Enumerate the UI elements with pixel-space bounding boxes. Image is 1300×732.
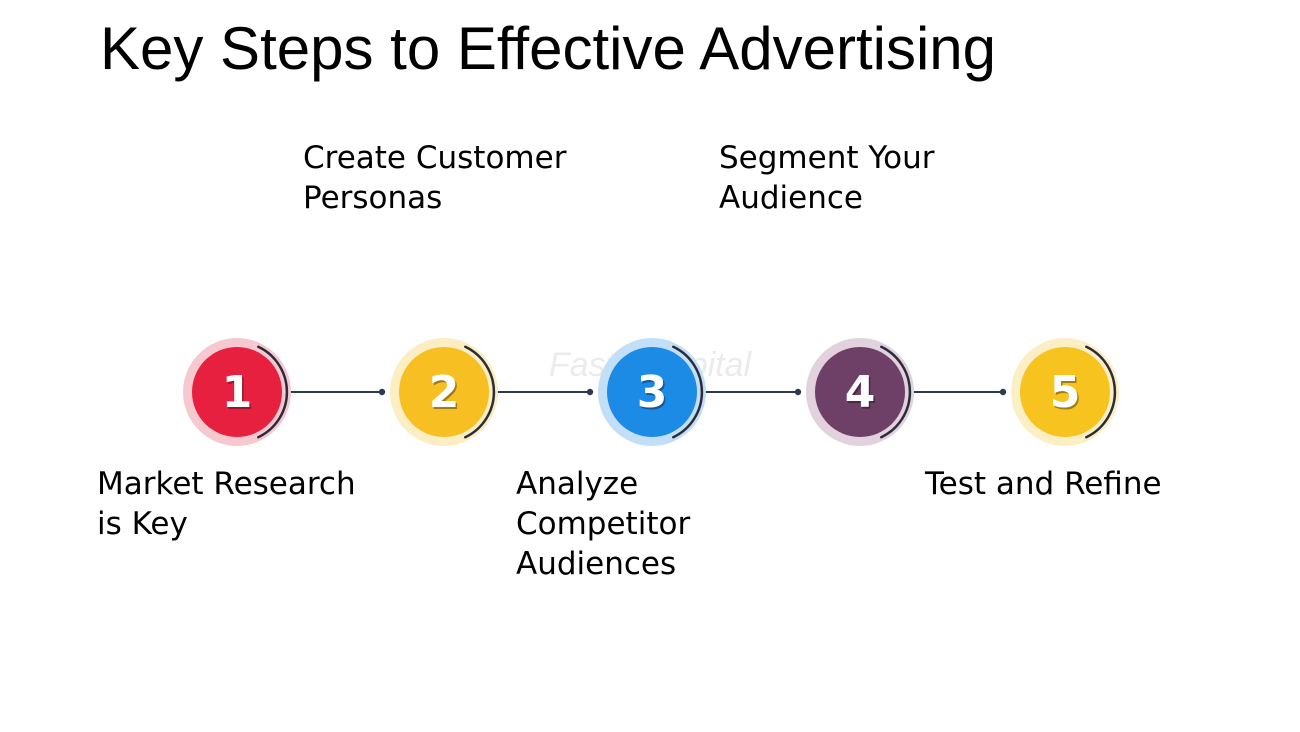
step-5-label-line-1: Test and Refine: [925, 466, 1162, 502]
step-2-number-shadow: 2: [430, 369, 461, 420]
step-1-node: 11: [183, 338, 291, 446]
step-3-arc: [672, 345, 704, 439]
page-title: Key Steps to Effective Advertising: [100, 15, 997, 82]
step-4-label: Segment Your Audience: [719, 138, 1019, 218]
step-1-label: Market Research is Key: [97, 464, 397, 544]
step-2-node: 22: [390, 338, 498, 446]
step-2-arc: [464, 345, 496, 439]
step-1-circle: [192, 347, 282, 437]
step-4-number: 4: [845, 367, 876, 418]
step-3-label-line-2: Competitor: [516, 506, 691, 542]
step-1-number: 1: [222, 367, 253, 418]
step-2-label-line-2: Personas: [303, 180, 443, 216]
step-4-label-line-2: Audience: [719, 180, 863, 216]
step-1-label-line-2: is Key: [97, 506, 188, 542]
step-3-label-line-1: Analyze: [516, 466, 639, 502]
step-1-label-line-1: Market Research: [97, 466, 356, 502]
step-3-number: 3: [637, 367, 668, 418]
step-4-circle: [815, 347, 905, 437]
step-4-number-shadow: 4: [846, 369, 877, 420]
step-3-node: 33: [598, 338, 706, 446]
step-4-arc: [880, 345, 912, 439]
connector-dot-2: [586, 388, 594, 396]
step-5-label: Test and Refine: [925, 464, 1225, 504]
connector-dot-1: [378, 388, 386, 396]
step-3-label-line-3: Audiences: [516, 546, 677, 582]
step-5-arc: [1085, 345, 1117, 439]
connector-dot-4: [999, 388, 1007, 396]
step-1-arc: [257, 345, 289, 439]
step-1-number-shadow: 1: [223, 369, 254, 420]
step-2-label: Create Customer Personas: [303, 138, 603, 218]
step-3-circle: [607, 347, 697, 437]
step-2-number: 2: [429, 367, 460, 418]
connector-dot-3: [794, 388, 802, 396]
step-5-circle: [1020, 347, 1110, 437]
step-5-number: 5: [1050, 367, 1081, 418]
step-3-label: Analyze Competitor Audiences: [516, 464, 816, 584]
step-3-number-shadow: 3: [638, 369, 669, 420]
step-2-circle: [399, 347, 489, 437]
step-5-number-shadow: 5: [1051, 369, 1082, 420]
step-4-label-line-1: Segment Your: [719, 140, 935, 176]
step-2-label-line-1: Create Customer: [303, 140, 567, 176]
step-5-node: 55: [1011, 338, 1119, 446]
step-4-node: 44: [806, 338, 914, 446]
